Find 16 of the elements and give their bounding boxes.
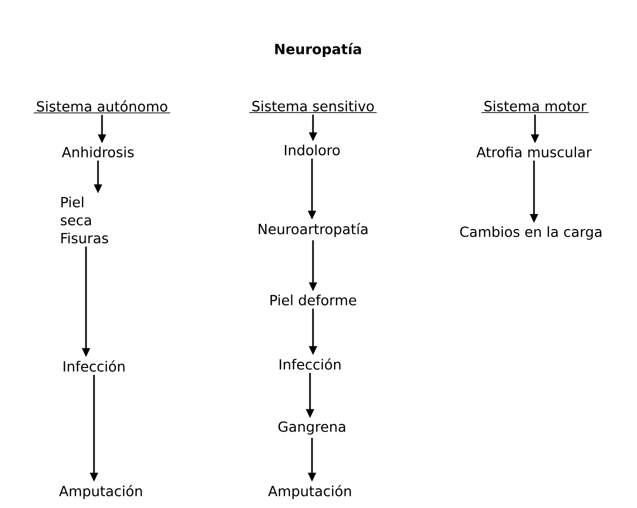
- title: Neuropatía: [275, 42, 361, 58]
- node-text: Infección: [64, 360, 124, 372]
- node-text: Neuroartropatía: [258, 222, 368, 238]
- node-text: Infección: [280, 358, 340, 370]
- node-text: Indoloro: [284, 144, 340, 156]
- node-text: Piel deforme: [270, 294, 356, 306]
- node-text: Atrofia muscular: [476, 146, 592, 158]
- node-text: Anhidrosis: [62, 146, 134, 158]
- node-text: Amputación: [268, 484, 351, 500]
- column-heading: Sistema autónomo: [33, 100, 171, 114]
- node-text: Gangrena: [278, 421, 346, 435]
- column-heading: Sistema motor: [480, 100, 590, 113]
- node-text: Piel seca Fisuras: [60, 196, 108, 244]
- column-heading: Sistema sensitivo: [248, 100, 378, 113]
- node-text: Cambios en la carga: [460, 226, 602, 240]
- node-text: Amputación: [59, 484, 142, 500]
